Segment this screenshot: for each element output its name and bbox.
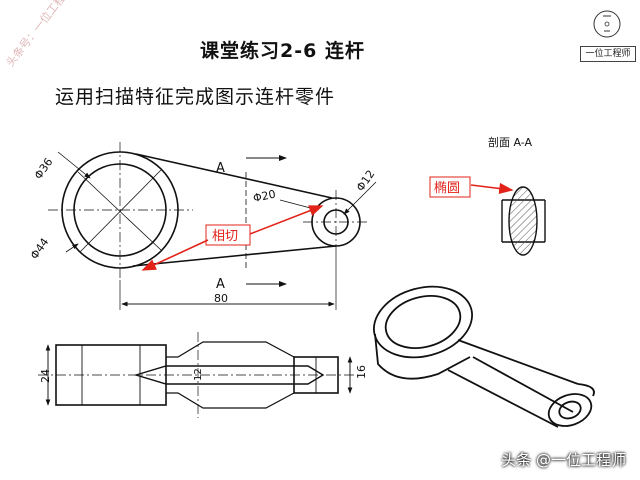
dim-12: 12: [193, 368, 204, 381]
section-mark-bottom: A: [216, 277, 225, 292]
section-mark-top: A: [216, 161, 225, 176]
side-watermark: 头条号：一位工程师: [3, 0, 75, 70]
dim-d44: Φ44: [28, 236, 52, 262]
section-label: 剖面 A-A: [488, 135, 533, 149]
dim-d12: Φ12: [354, 168, 378, 194]
tangent-label: 相切: [212, 229, 238, 244]
page-title: 课堂练习2-6 连杆: [200, 40, 365, 62]
dim-80: 80: [214, 292, 228, 305]
dim-24: 24: [39, 369, 52, 383]
tangent-line-top: [135, 153, 333, 199]
dim-r20: Φ20: [252, 188, 277, 205]
technical-drawing: Φ36 Φ44 Φ20 Φ12 80 A A 相切 剖面 A-A 椭圆: [28, 135, 595, 428]
front-view: [38, 332, 358, 418]
isometric-view: [373, 285, 595, 428]
logo-circle: [593, 10, 621, 38]
ellipse-label: 椭圆: [434, 180, 460, 196]
page-subtitle: 运用扫描特征完成图示连杆零件: [55, 86, 336, 108]
dim-d36: Φ36: [32, 156, 56, 182]
top-view: [48, 142, 377, 310]
footer-watermark: 头条 @一位工程师: [501, 451, 626, 469]
tangent-line-bottom: [132, 245, 337, 267]
logo-caption: 一位工程师: [580, 46, 636, 62]
dim-16: 16: [355, 365, 368, 379]
section-view: [501, 186, 546, 256]
logo-mark: [593, 10, 621, 38]
ellipse-callout: [429, 176, 514, 198]
tangent-callout: [141, 205, 324, 271]
